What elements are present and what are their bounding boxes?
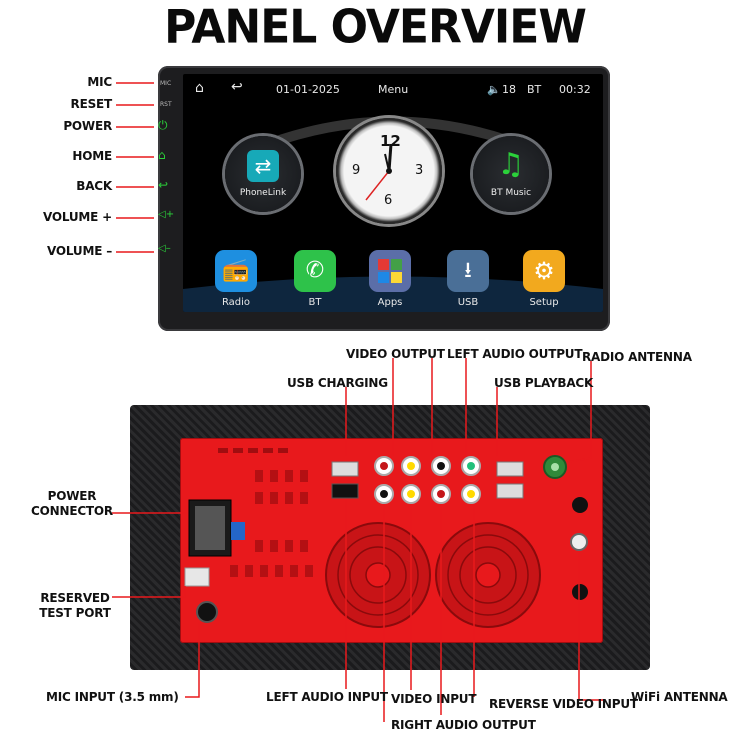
label-power: POWER <box>63 119 112 133</box>
apps-grid-icon <box>378 259 389 270</box>
fan-left <box>325 522 431 628</box>
label-mic-input: MIC INPUT (3.5 mm) <box>46 690 179 704</box>
wifi-antenna-port <box>570 533 588 551</box>
label-back: BACK <box>76 179 112 193</box>
clock-12: 12 <box>380 132 401 150</box>
phonelink-widget[interactable]: ⇄ PhoneLink <box>225 136 301 212</box>
menu-button[interactable]: Menu <box>378 83 409 96</box>
music-note-icon: ♫ <box>497 147 525 182</box>
test-port <box>184 567 210 587</box>
label-left-audio-output: LEFT AUDIO OUTPUT <box>447 347 583 361</box>
usb-port-2 <box>496 483 524 499</box>
usb-charging-port <box>331 461 359 477</box>
fan-right <box>435 522 541 628</box>
bt-status: BT <box>527 83 542 96</box>
label-wifi-antenna: WiFi ANTENNA <box>631 690 728 704</box>
label-volume-up: VOLUME + <box>42 210 112 224</box>
label-video-input: VIDEO INPUT <box>391 692 477 706</box>
clock-6: 6 <box>384 193 393 208</box>
app-setup[interactable]: ⚙ <box>523 250 565 292</box>
page-title: PANEL OVERVIEW <box>164 0 587 55</box>
bt-music-widget[interactable]: ♫ BT Music <box>473 136 549 212</box>
volume-up-icon[interactable]: ◁+ <box>158 209 175 220</box>
clock-hands <box>365 143 393 201</box>
app-radio[interactable]: 📻 <box>215 250 257 292</box>
status-date: 01-01-2025 <box>276 83 340 96</box>
app-label: USB <box>457 297 479 308</box>
status-time: 00:32 <box>559 83 591 96</box>
label-reset: RESET <box>70 97 113 111</box>
app-bt[interactable]: ✆ <box>294 250 336 292</box>
home-icon[interactable]: ⌂ <box>195 80 204 96</box>
bt-music-label: BT Music <box>490 188 532 198</box>
label-left-audio-input: LEFT AUDIO INPUT <box>266 690 388 704</box>
phone-icon: ✆ <box>305 258 325 283</box>
rst-hole-label: RST <box>160 101 172 108</box>
radio-icon: 📻 <box>222 258 250 283</box>
label-usb-charging: USB CHARGING <box>287 376 388 390</box>
back-icon[interactable]: ↩ <box>158 178 169 192</box>
usb-icon: ⭳ <box>464 258 472 283</box>
label-reverse-video-input: REVERSE VIDEO INPUT <box>489 697 638 711</box>
fuse <box>231 522 245 540</box>
clock-3: 3 <box>415 163 424 178</box>
volume-down-icon[interactable]: ◁– <box>158 243 171 254</box>
app-usb[interactable]: ⭳ <box>447 250 489 292</box>
label-power-connector: POWER CONNECTOR <box>31 489 113 518</box>
volume-level: 18 <box>502 83 516 96</box>
analog-clock: 12 3 6 9 <box>336 118 442 224</box>
usb-playback-port <box>496 461 524 477</box>
status-bar: ⌂ ↩ 01-01-2025 Menu 🔈 18 BT 00:32 <box>183 74 603 104</box>
app-label: Apps <box>377 297 403 308</box>
app-label: Radio <box>221 297 251 308</box>
label-mic: MIC <box>87 75 112 89</box>
power-icon[interactable]: ⏻ <box>158 118 168 132</box>
mic-hole-label: MIC <box>160 80 172 87</box>
speaker-icon: 🔈 <box>487 83 501 96</box>
label-usb-playback: USB PLAYBACK <box>494 376 594 390</box>
app-apps[interactable] <box>369 250 411 292</box>
phonelink-label: PhoneLink <box>239 188 287 198</box>
gear-icon: ⚙ <box>533 257 555 285</box>
back-icon[interactable]: ↩ <box>231 79 243 95</box>
label-right-audio-output: RIGHT AUDIO OUTPUT <box>391 718 536 732</box>
usb-aux-port <box>331 483 359 499</box>
label-home: HOME <box>72 149 112 163</box>
mic-jack <box>196 601 218 623</box>
clock-9: 9 <box>352 163 361 178</box>
phonelink-icon: ⇄ <box>247 150 279 182</box>
app-label: BT <box>308 297 322 308</box>
label-reserved-test-port: RESERVED TEST PORT <box>39 591 111 620</box>
label-radio-antenna: RADIO ANTENNA <box>582 350 692 364</box>
label-volume-down: VOLUME – <box>47 244 112 258</box>
home-icon[interactable]: ⌂ <box>158 148 166 162</box>
label-video-output: VIDEO OUTPUT <box>346 347 445 361</box>
app-label: Setup <box>529 297 559 308</box>
